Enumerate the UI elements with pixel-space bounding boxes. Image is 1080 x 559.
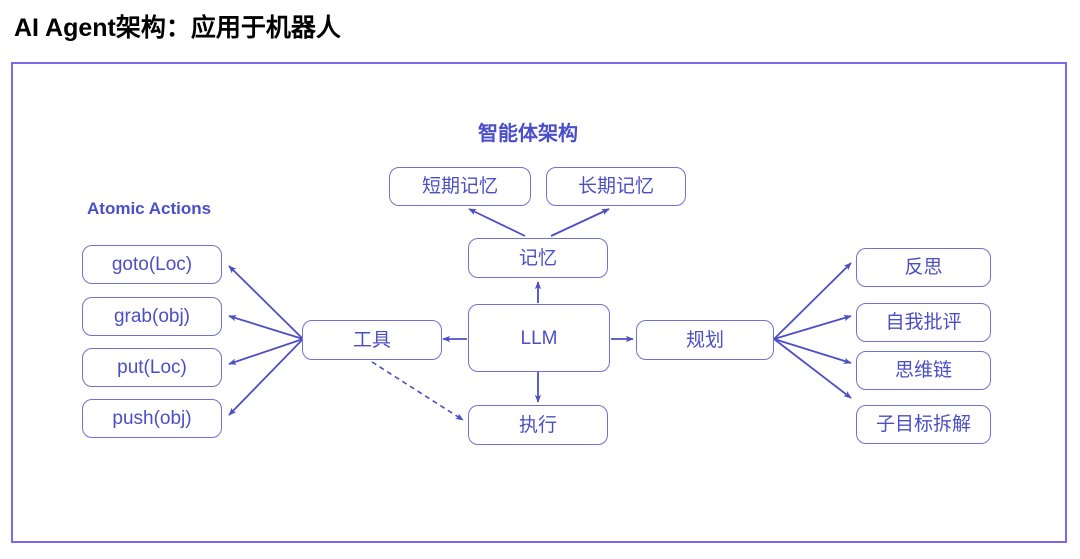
- atomic-actions-heading: Atomic Actions: [87, 199, 212, 218]
- page-title: AI Agent架构：应用于机器人: [14, 14, 341, 42]
- node-reflection[interactable]: 反思: [856, 248, 991, 287]
- node-memory[interactable]: 记忆: [468, 238, 608, 278]
- node-put-loc[interactable]: put(Loc): [82, 348, 222, 387]
- node-tools[interactable]: 工具: [302, 320, 442, 360]
- node-push-obj[interactable]: push(obj): [82, 399, 222, 438]
- node-chain-of-thought[interactable]: 思维链: [856, 351, 991, 390]
- node-goto-loc[interactable]: goto(Loc): [82, 245, 222, 284]
- node-llm[interactable]: LLM: [468, 304, 610, 372]
- node-execution[interactable]: 执行: [468, 405, 608, 445]
- node-self-critique[interactable]: 自我批评: [856, 303, 991, 342]
- node-long-term-memory[interactable]: 长期记忆: [546, 167, 686, 206]
- center-heading: 智能体架构: [478, 123, 578, 145]
- node-short-term-memory[interactable]: 短期记忆: [389, 167, 531, 206]
- node-planning[interactable]: 规划: [636, 320, 774, 360]
- node-grab-obj[interactable]: grab(obj): [82, 297, 222, 336]
- node-subgoal-decomposition[interactable]: 子目标拆解: [856, 405, 991, 444]
